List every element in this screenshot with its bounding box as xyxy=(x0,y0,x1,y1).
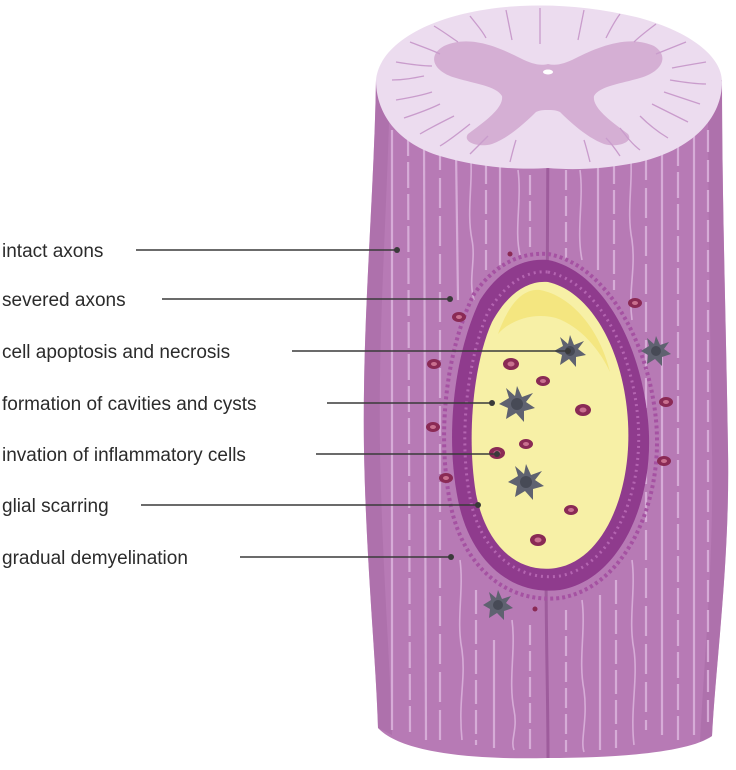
central-canal xyxy=(543,69,553,75)
inflammatory-cell xyxy=(519,439,533,449)
inflammatory-cell xyxy=(628,298,642,308)
leader-dot-glial-scarring xyxy=(475,502,481,508)
necrotic-cell xyxy=(641,336,671,366)
inflammatory-cell xyxy=(657,456,671,466)
inflammatory-cell-small xyxy=(507,251,513,257)
inflammatory-cell xyxy=(439,473,453,483)
cavity-highlight xyxy=(498,289,610,372)
cavity xyxy=(471,281,629,569)
leader-dot-severed-axons xyxy=(447,296,453,302)
cross-section-striations xyxy=(391,8,707,163)
label-intact-axons: intact axons xyxy=(2,241,103,262)
leader-dot-cell-apoptosis xyxy=(565,348,571,354)
inflammatory-cell xyxy=(530,534,546,546)
leader-dot-demyelination xyxy=(448,554,454,560)
inflammatory-cell-small xyxy=(532,606,538,612)
inflammatory-cell xyxy=(427,359,441,369)
inflammatory-cells xyxy=(426,251,673,612)
scar-texture-inner xyxy=(463,270,641,579)
scar-texture-outer xyxy=(442,251,659,601)
inflammatory-cell xyxy=(536,376,550,386)
cord-shading-left xyxy=(363,80,392,735)
cord-shading-right xyxy=(700,80,729,742)
leader-dot-inflammatory-cells xyxy=(494,451,500,457)
label-glial-scarring: glial scarring xyxy=(2,496,109,517)
leader-dot-cavities-cysts xyxy=(489,400,495,406)
inflammatory-cell xyxy=(452,312,466,322)
inflammatory-cell xyxy=(426,422,440,432)
lesion xyxy=(442,251,659,601)
axon-fibers xyxy=(390,129,710,753)
necrotic-cell xyxy=(499,386,535,422)
label-demyelination: gradual demyelination xyxy=(2,548,188,569)
grey-matter xyxy=(434,41,663,146)
inflammatory-cell xyxy=(503,358,519,370)
inflammatory-cell xyxy=(564,505,578,515)
labels: intact axons severed axons cell apoptosi… xyxy=(2,241,257,569)
label-inflammatory-cells: invation of inflammatory cells xyxy=(2,445,246,466)
label-cell-apoptosis: cell apoptosis and necrosis xyxy=(2,342,230,363)
inflammatory-cell xyxy=(659,397,673,407)
inflammatory-cell xyxy=(575,404,591,416)
necrotic-cell xyxy=(483,590,513,620)
necrotic-cell xyxy=(508,464,544,500)
leader-lines xyxy=(136,247,571,560)
label-severed-axons: severed axons xyxy=(2,290,126,311)
leader-dot-intact-axons xyxy=(394,247,400,253)
label-cavities-cysts: formation of cavities and cysts xyxy=(2,394,257,415)
